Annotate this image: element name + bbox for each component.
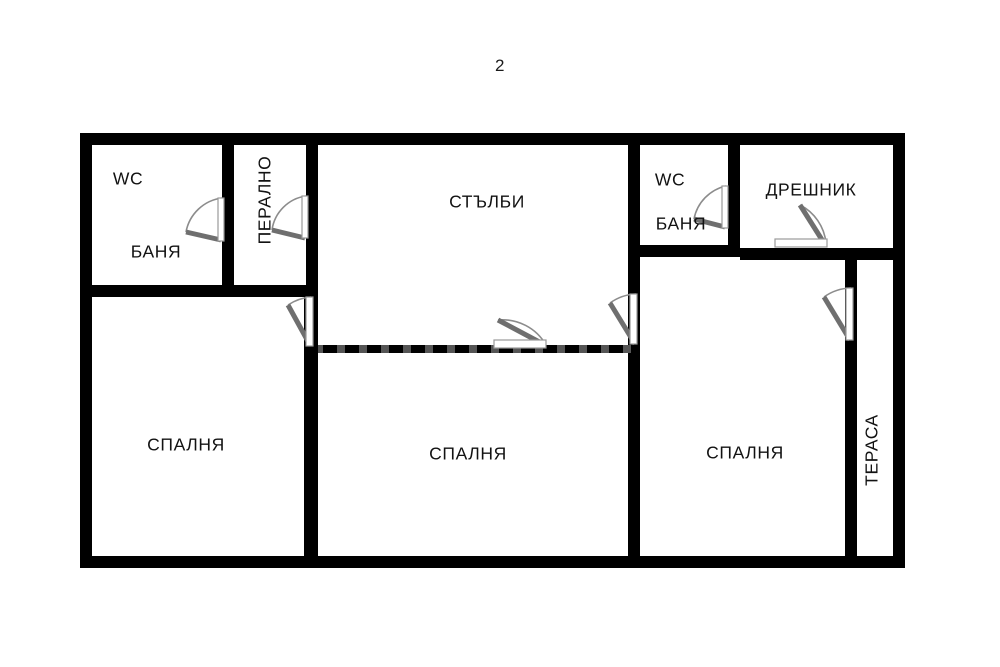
wall-laundry-right	[306, 145, 318, 297]
door-dressing-icon	[774, 203, 828, 248]
wall-exterior-right	[893, 133, 905, 568]
walls-group	[80, 133, 905, 568]
door-bedroom-left-icon	[285, 296, 314, 347]
wall-exterior-left	[80, 133, 92, 568]
door-wc-right-icon	[693, 185, 729, 230]
page-title: 2	[495, 56, 505, 75]
door-terrace-icon	[821, 287, 854, 342]
wall-laundry-bottom	[234, 285, 318, 297]
stair-rail-partition	[318, 345, 636, 353]
wall-wc-right-right	[728, 145, 740, 248]
door-bedroom-center-icon	[493, 317, 547, 349]
door-laundry-icon	[271, 195, 309, 241]
door-stairs-right-icon	[607, 293, 638, 346]
wall-wc-right-bottom	[640, 245, 740, 257]
doors-group	[185, 185, 854, 349]
wall-bedroom-left-right	[304, 297, 318, 568]
wall-dressing-bottom	[740, 248, 893, 260]
door-bath-left-icon	[185, 197, 225, 243]
wall-bath-left-right	[222, 145, 234, 285]
wall-exterior-bottom	[80, 556, 905, 568]
wall-exterior-top	[80, 133, 905, 145]
wall-bath-left-bottom	[80, 285, 234, 297]
